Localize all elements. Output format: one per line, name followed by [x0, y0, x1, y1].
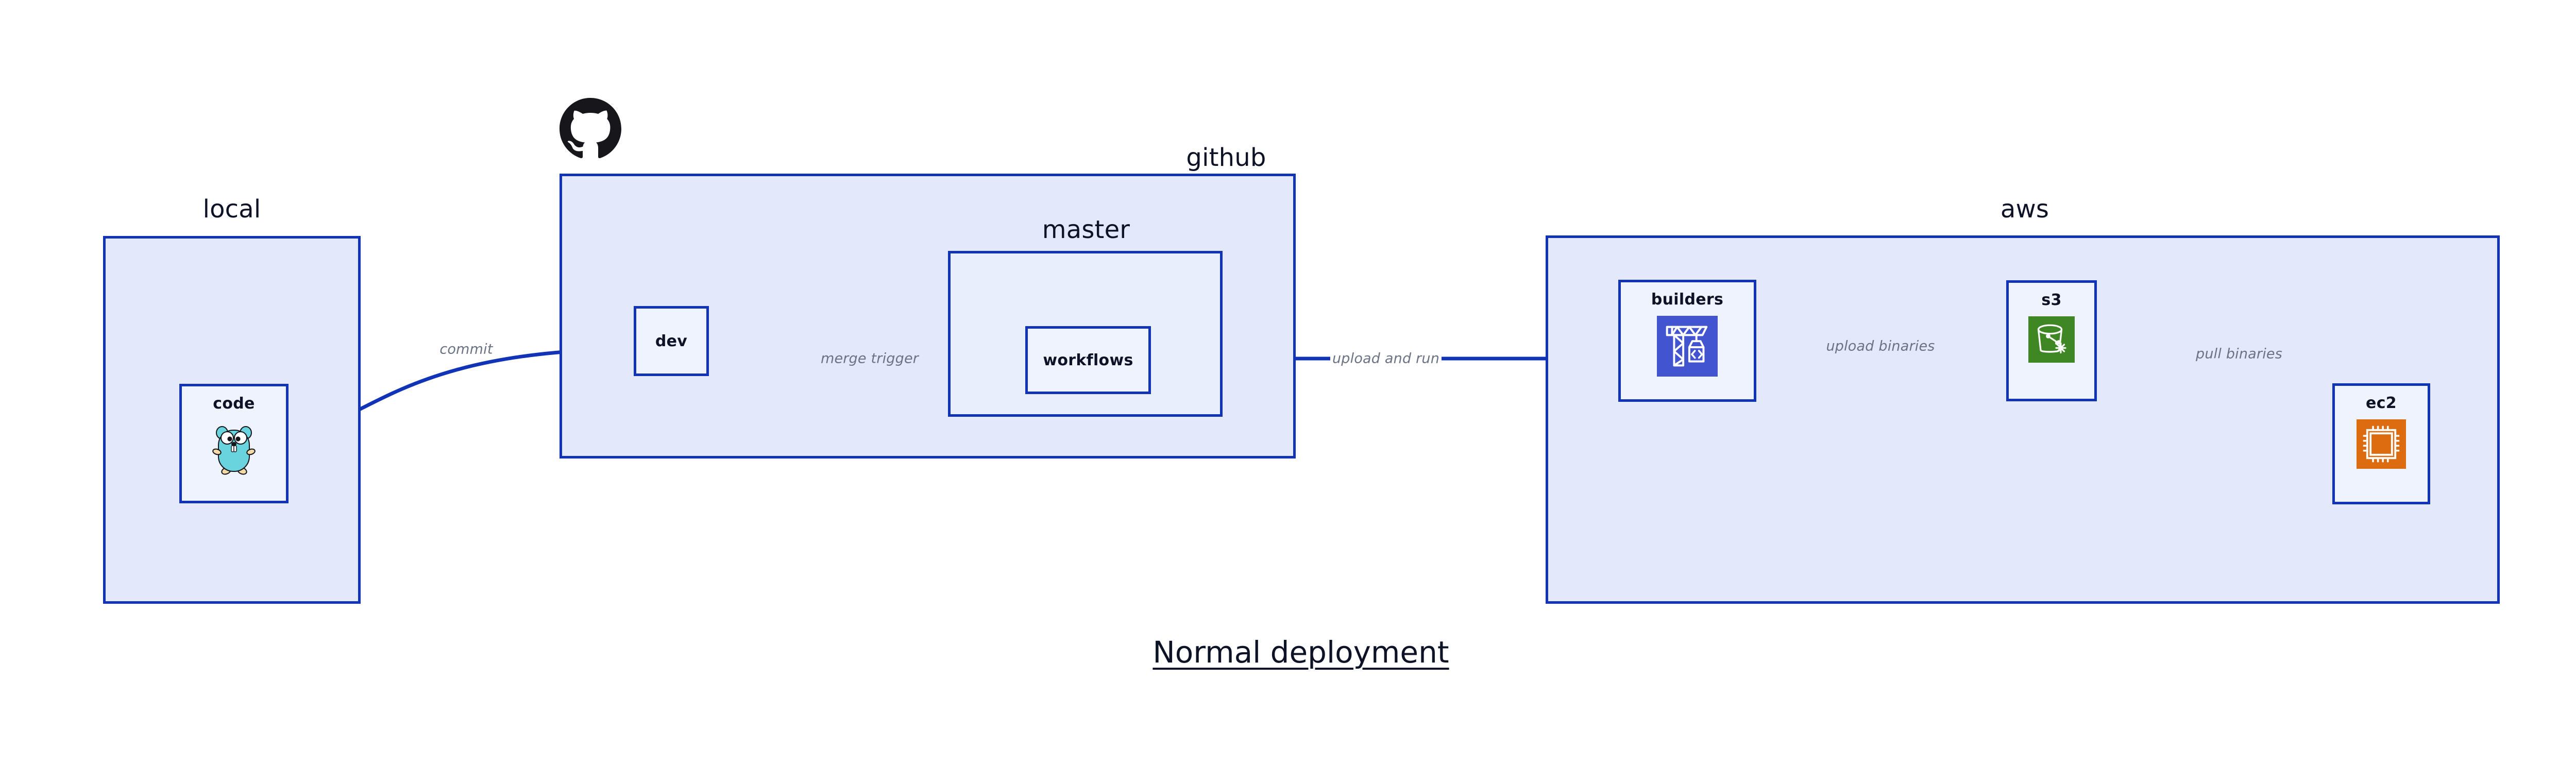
- github-octocat-logo: [560, 98, 621, 162]
- node-label-workflows: workflows: [1043, 351, 1133, 369]
- node-code[interactable]: code: [179, 384, 289, 503]
- group-label-local: local: [202, 195, 261, 224]
- go-gopher-icon: [210, 420, 258, 478]
- group-label-github: github: [1186, 143, 1266, 172]
- node-label-s3: s3: [2041, 291, 2062, 309]
- group-label-aws: aws: [2000, 195, 2049, 224]
- node-label-dev: dev: [655, 332, 688, 350]
- node-workflows[interactable]: workflows: [1025, 326, 1151, 394]
- node-s3[interactable]: s3: [2006, 280, 2097, 401]
- node-dev[interactable]: dev: [634, 306, 709, 376]
- diagram-title: Normal deployment: [1153, 635, 1449, 670]
- edge-label-upload-and-run: upload and run: [1330, 350, 1442, 367]
- node-label-code: code: [213, 395, 255, 413]
- edge-label-merge-trigger: merge trigger: [818, 350, 921, 367]
- node-label-builders: builders: [1651, 291, 1724, 309]
- node-label-ec2: ec2: [2366, 394, 2397, 412]
- node-builders[interactable]: builders: [1618, 280, 1756, 402]
- subgroup-label-master: master: [1042, 215, 1130, 244]
- aws-ec2-chip-icon: [2357, 419, 2406, 471]
- edge-label-pull-binaries: pull binaries: [2193, 346, 2285, 362]
- aws-codebuild-crane-icon: [1657, 316, 1718, 379]
- aws-s3-bucket-icon: [2028, 316, 2075, 365]
- edge-label-upload-binaries: upload binaries: [1824, 338, 1937, 354]
- edge-label-commit: commit: [437, 341, 495, 358]
- node-ec2[interactable]: ec2: [2332, 383, 2430, 504]
